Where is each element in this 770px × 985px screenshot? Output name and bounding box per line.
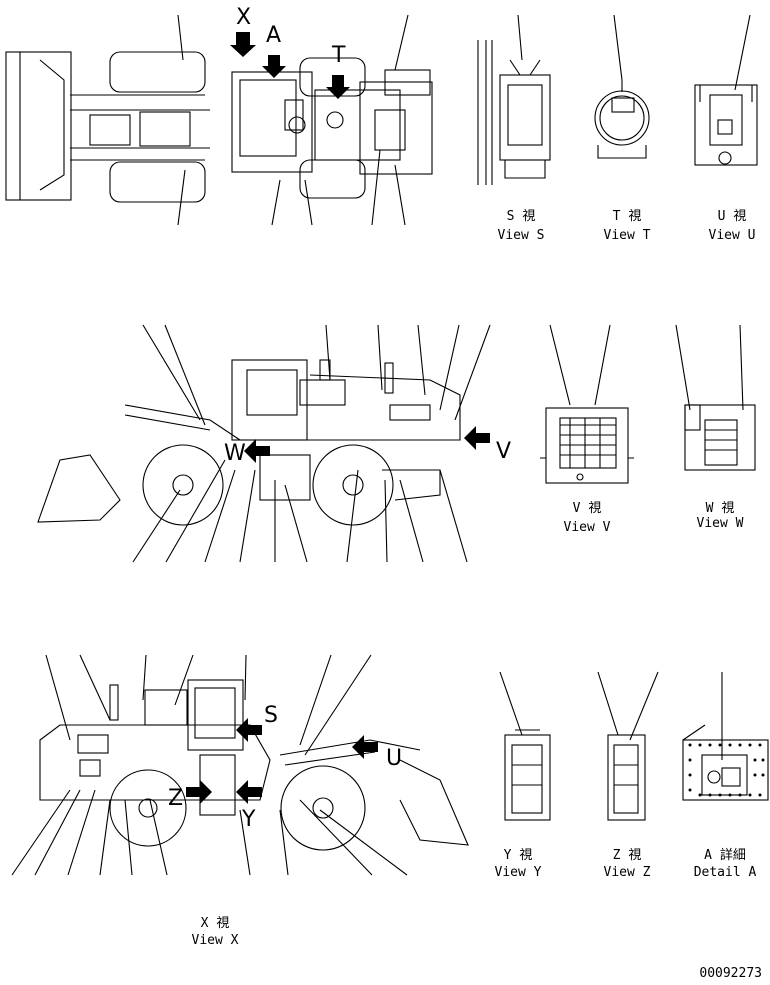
view-arrows [186, 32, 490, 804]
arrow-letter-z: Z [168, 786, 183, 811]
view-z-en: View Z [604, 865, 651, 880]
arrow-letter-t: T [331, 43, 346, 68]
view-captions: S 視 View S T 視 View T U 視 View U V 視 Vie… [192, 209, 757, 948]
arrow-z-icon [186, 780, 212, 804]
arrow-t-icon [326, 75, 350, 99]
t-view-drawing [594, 80, 650, 159]
y-view-drawing [504, 729, 551, 821]
arrow-letter-a: A [266, 23, 281, 48]
arrow-v-icon [464, 426, 490, 450]
s-view-drawing [477, 40, 551, 185]
view-x-en: View X [192, 933, 239, 948]
top-plan-view [5, 51, 433, 203]
view-s-en: View S [498, 228, 545, 243]
arrow-w-icon [244, 439, 270, 463]
arrow-letter-x: X [236, 5, 251, 30]
leader-lines [11, 14, 751, 876]
view-w-en: View W [697, 516, 744, 531]
view-u-jp: U 視 [718, 209, 747, 224]
view-x-jp: X 視 [201, 916, 230, 931]
w-view-drawing [684, 404, 756, 471]
arrow-letter-w: W [224, 441, 246, 466]
side-view-left [37, 359, 461, 526]
view-t-en: View T [604, 228, 651, 243]
arrow-a-icon [262, 55, 286, 78]
view-v-en: View V [564, 520, 611, 535]
drawing-number: 00092273 [699, 966, 762, 981]
arrow-letter-s: S [264, 703, 278, 728]
detail-a-dots [688, 743, 765, 797]
view-u-en: View U [709, 228, 756, 243]
detail-a-en: Detail A [694, 865, 757, 880]
arrow-letter-v: V [496, 439, 511, 464]
arrow-y-icon [236, 780, 262, 804]
view-t-jp: T 視 [613, 209, 642, 224]
view-y-jp: Y 視 [504, 848, 533, 863]
view-v-jp: V 視 [573, 501, 602, 516]
detail-a-jp: A 詳細 [704, 847, 746, 863]
v-view-drawing [540, 407, 634, 484]
u-view-drawing [694, 84, 758, 166]
arrow-s-icon [236, 718, 262, 742]
view-s-jp: S 視 [507, 209, 536, 224]
view-y-en: View Y [495, 865, 542, 880]
arrow-letter-u: U [386, 746, 402, 771]
arrow-x-icon [230, 32, 256, 57]
arrow-u-icon [352, 735, 378, 759]
arrow-letter-y: Y [241, 807, 256, 832]
z-view-drawing [607, 734, 646, 821]
detail-a-drawing [682, 724, 769, 801]
view-z-jp: Z 視 [613, 848, 642, 863]
view-w-jp: W 視 [706, 501, 735, 516]
